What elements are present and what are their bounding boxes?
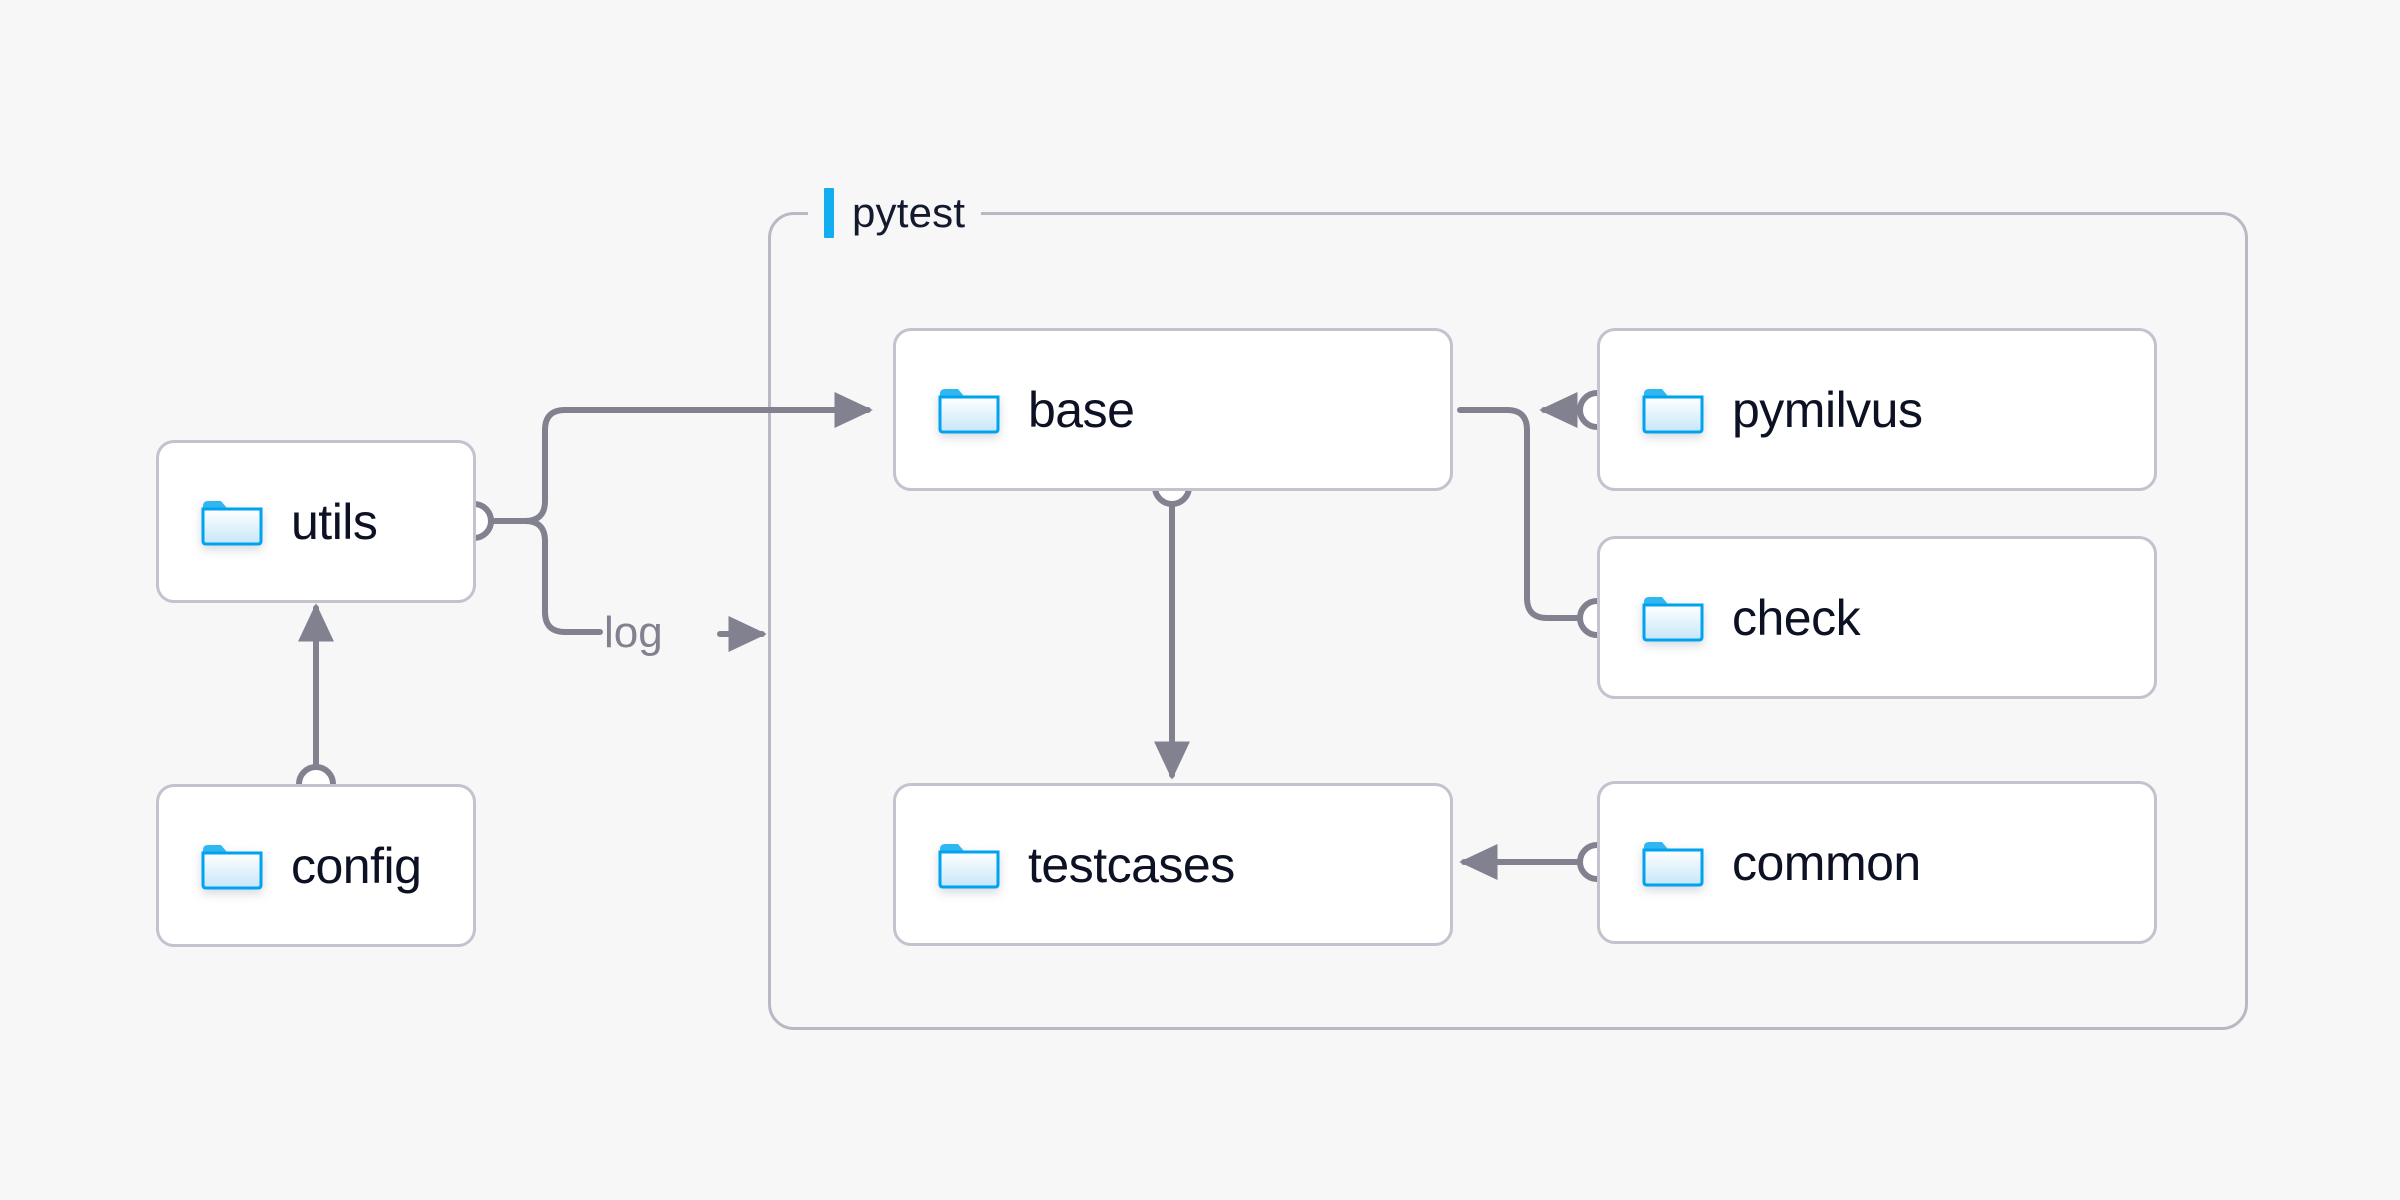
node-label-check: check <box>1732 589 1861 646</box>
folder-icon <box>1642 838 1704 888</box>
node-label-base: base <box>1028 381 1135 438</box>
folder-icon <box>938 385 1000 435</box>
group-container-pytest <box>768 212 2248 1030</box>
node-testcases[interactable]: testcases <box>893 783 1453 946</box>
edge-utils-to-log <box>522 518 603 635</box>
node-pymilvus[interactable]: pymilvus <box>1597 328 2157 491</box>
node-config[interactable]: config <box>156 784 476 947</box>
node-utils[interactable]: utils <box>156 440 476 603</box>
node-common[interactable]: common <box>1597 781 2157 944</box>
node-label-testcases: testcases <box>1028 836 1235 893</box>
node-base[interactable]: base <box>893 328 1453 491</box>
folder-icon <box>201 841 263 891</box>
folder-icon <box>1642 593 1704 643</box>
group-title-text: pytest <box>852 189 966 236</box>
group-accent-bar <box>824 188 834 238</box>
node-check[interactable]: check <box>1597 536 2157 699</box>
group-label-pytest: pytest <box>808 185 982 241</box>
folder-icon <box>938 840 1000 890</box>
edge-label-log: log <box>604 608 663 657</box>
node-label-pymilvus: pymilvus <box>1732 381 1923 438</box>
node-label-common: common <box>1732 834 1921 891</box>
node-label-utils: utils <box>291 493 378 550</box>
folder-icon <box>201 497 263 547</box>
node-label-config: config <box>291 837 422 894</box>
folder-icon <box>1642 385 1704 435</box>
